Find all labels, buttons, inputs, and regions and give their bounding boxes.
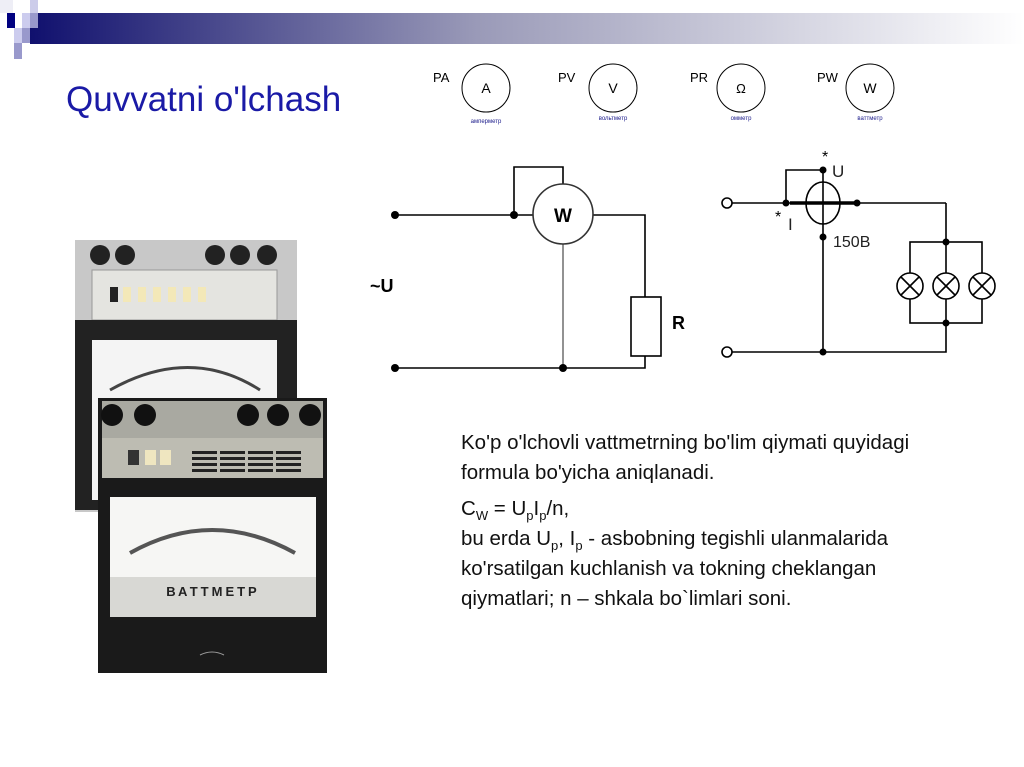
description-line: Ko'p o'lchovli vattmetrning bo'lim qiyma…: [461, 431, 910, 484]
symbol-ammeter: PA A амперметр: [433, 63, 511, 125]
wattmeter-symbol: [805, 181, 841, 225]
symbol-ohmmeter: PR Ω омметр: [690, 63, 766, 122]
formula: CW = UpIp/n,: [461, 497, 570, 523]
meter-symbols: PA A амперметр PV V вольтметр PR Ω оммет…: [433, 63, 895, 125]
dark-square: [7, 13, 15, 28]
symbol-voltmeter: PV V вольтметр: [558, 63, 638, 122]
resistor: [630, 296, 662, 357]
lamp: [932, 272, 960, 300]
svg-text:*: *: [822, 149, 828, 166]
svg-text:PW: PW: [817, 70, 839, 85]
svg-text:W: W: [863, 80, 877, 96]
svg-text:U: U: [832, 162, 844, 181]
svg-text:вольтметр: вольтметр: [599, 116, 628, 122]
svg-text:~U: ~U: [370, 276, 394, 296]
svg-text:W: W: [554, 206, 572, 227]
slide-title: Quvvatni o'lchash: [66, 80, 342, 119]
symbol-wattmeter: PW W ваттметр: [817, 63, 895, 122]
wattmeter-front: ВАТТМЕТР: [98, 398, 327, 673]
lamp: [968, 272, 996, 300]
gradient-bar: [30, 13, 1024, 44]
lamp: [896, 272, 924, 300]
wattmeter-symbol: [532, 183, 594, 245]
wattmeter-photo: ВАТТМЕТР: [75, 240, 327, 673]
svg-text:амперметр: амперметр: [471, 119, 502, 125]
meter-scale: [110, 497, 316, 577]
lamp-load-circuit: * U * I 150B: [721, 149, 996, 358]
svg-text:PR: PR: [690, 70, 708, 85]
body-text: Ko'p o'lchovli vattmetrning bo'lim qiyma…: [461, 428, 961, 614]
svg-text:150B: 150B: [833, 234, 870, 251]
header-bar: [0, 0, 1024, 59]
svg-text:омметр: омметр: [731, 116, 752, 122]
svg-text:Ω: Ω: [736, 81, 746, 96]
svg-text:ВАТТМЕТР: ВАТТМЕТР: [166, 584, 259, 599]
svg-text:V: V: [608, 80, 618, 96]
nameplate: [110, 577, 316, 617]
svg-text:A: A: [481, 80, 491, 96]
svg-text:I: I: [788, 215, 793, 234]
formula-explanation: bu erda Up, Ip - asbobning tegishli ulan…: [461, 527, 889, 610]
svg-text:PA: PA: [433, 70, 450, 85]
wattmeter-circuit: W ~U R: [370, 166, 685, 372]
svg-text:ваттметр: ваттметр: [857, 116, 883, 122]
svg-text:*: *: [775, 209, 781, 226]
svg-text:PV: PV: [558, 70, 576, 85]
svg-text:R: R: [672, 313, 685, 333]
